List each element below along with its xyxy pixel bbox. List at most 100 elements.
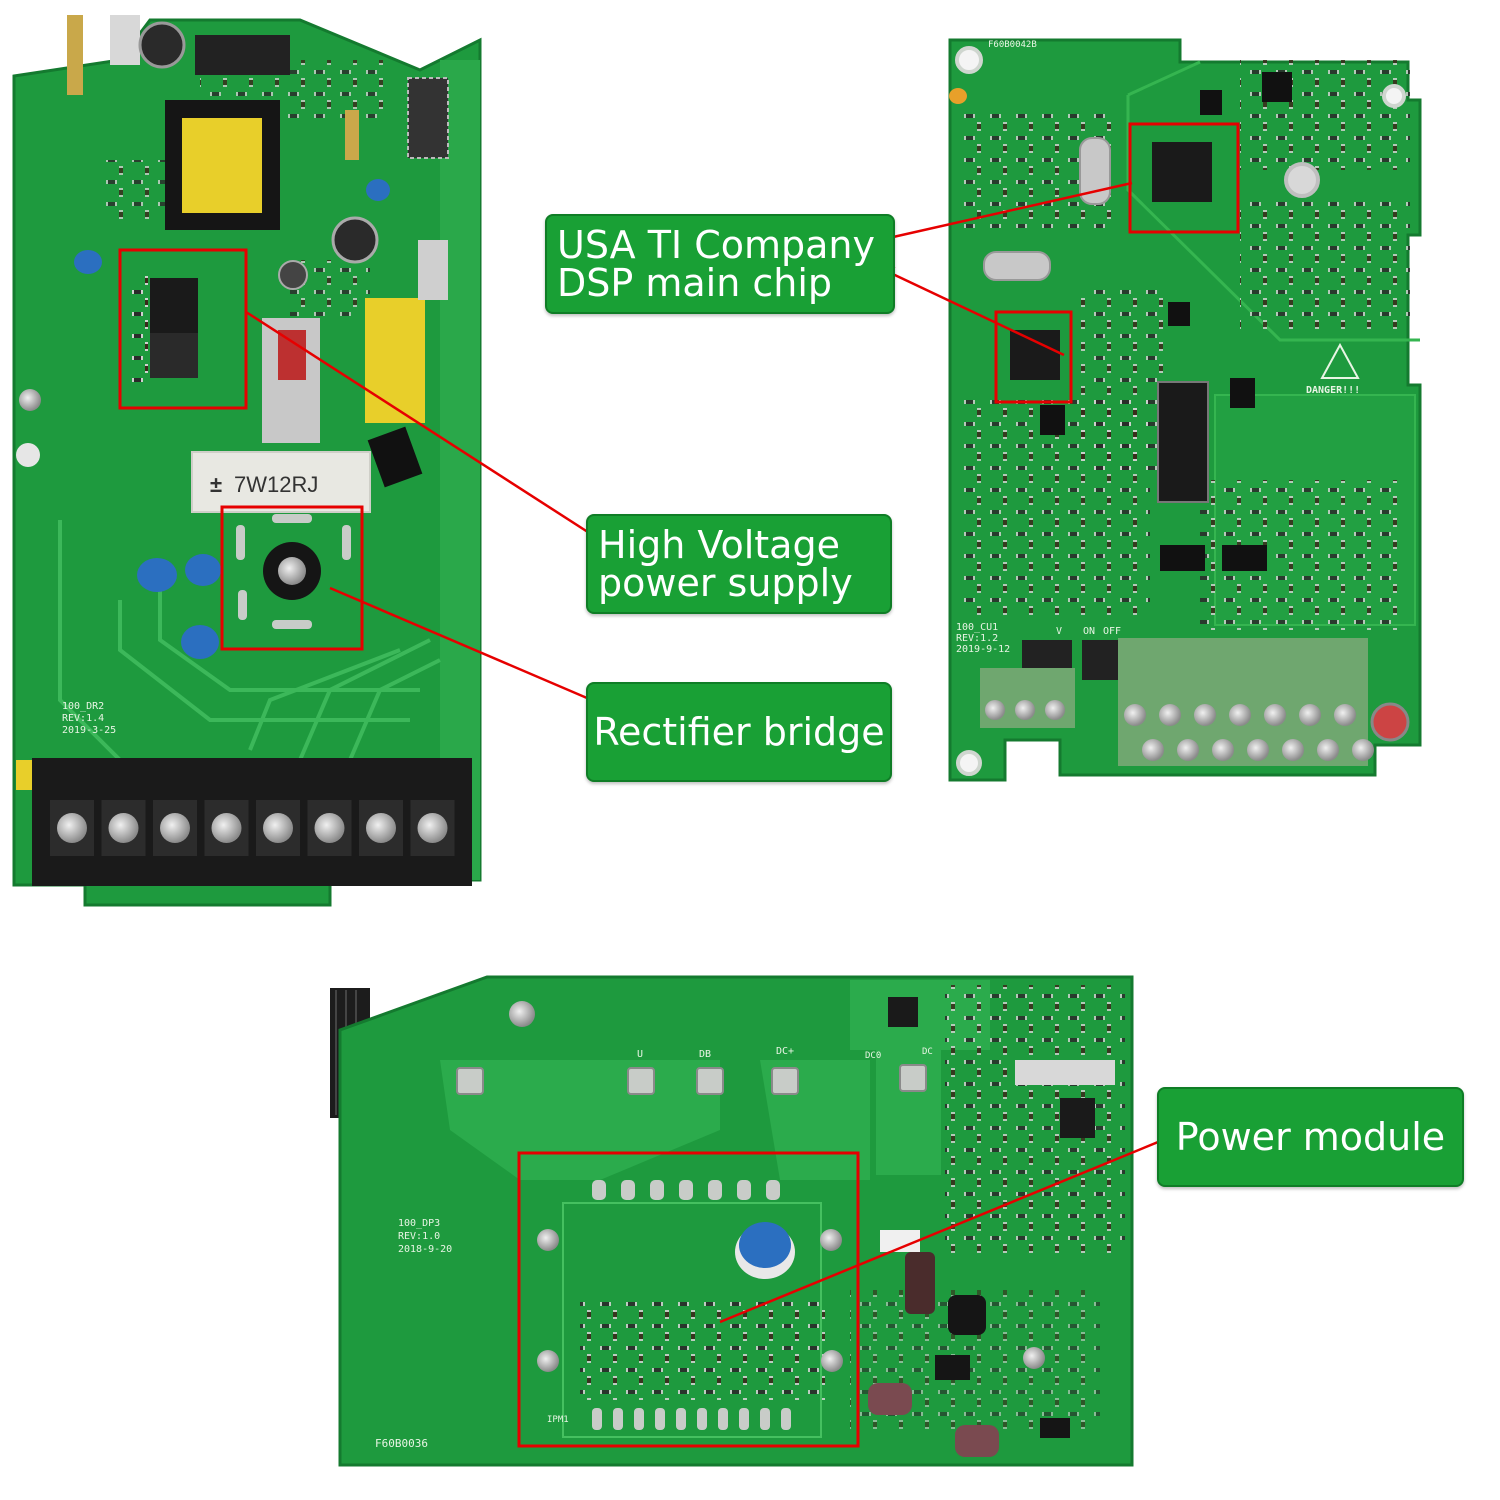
ipm-top-leads xyxy=(592,1180,780,1200)
pad-label-db: DB xyxy=(699,1049,711,1060)
arrow-high-voltage xyxy=(245,310,610,547)
screw-icon xyxy=(263,813,293,843)
callout-rectifier-line1: Rectifier bridge xyxy=(593,710,885,754)
screw-icon xyxy=(1247,739,1269,761)
warning-triangle-icon xyxy=(1320,342,1360,379)
left-terminal-block xyxy=(50,800,455,856)
bottom-board-part: F60B0036 xyxy=(375,1437,428,1450)
ipm-lead xyxy=(739,1408,749,1430)
bottom-board-date: 2018-9-20 xyxy=(398,1244,452,1255)
screw-icon xyxy=(160,813,190,843)
ipm-lead xyxy=(697,1408,707,1430)
screw-icon xyxy=(278,557,306,585)
danger-label: DANGER!!! xyxy=(1306,385,1360,396)
pad-label-dcplus: DC+ xyxy=(776,1046,794,1057)
left-driver-board: 7W12RJ ± 100_DR2 REV:1.4 2019-3-25 xyxy=(12,15,482,907)
callout-dsp-line2: DSP main chip xyxy=(557,261,833,305)
annotation-arrows xyxy=(245,181,1182,1324)
svg-text:±: ± xyxy=(210,472,222,497)
screw-icon xyxy=(1023,1347,1045,1369)
screw-icon xyxy=(108,813,139,843)
right-board-model: 100_CU1 xyxy=(956,622,998,633)
highlight-box-rectifier xyxy=(220,505,364,651)
screw-icon xyxy=(1142,739,1164,761)
highlight-boxes xyxy=(118,122,1240,1448)
callout-rectifier-bridge: Rectifier bridge xyxy=(586,682,892,782)
screw-icon xyxy=(1334,704,1356,726)
left-board-date: 2019-3-25 xyxy=(62,725,116,736)
ipm-lead xyxy=(650,1180,664,1200)
ipm-lead xyxy=(737,1180,751,1200)
arrow-dsp-1 xyxy=(878,181,1133,245)
highlight-box-high-voltage xyxy=(118,248,248,410)
screw-icon xyxy=(417,813,448,843)
right-terminal-block xyxy=(985,700,1374,761)
ipm-lead xyxy=(621,1180,635,1200)
pad-label-u: U xyxy=(637,1049,643,1060)
pad-label-dc0: DC0 xyxy=(865,1051,881,1061)
screw-icon xyxy=(820,1229,842,1251)
screw-icon xyxy=(211,813,242,843)
ipm-lead xyxy=(766,1180,780,1200)
callout-power-module-line1: Power module xyxy=(1175,1115,1446,1159)
screw-icon xyxy=(1212,739,1234,761)
screw-icon xyxy=(366,813,396,843)
highlight-box-dsp-1 xyxy=(1128,122,1240,234)
pad-label-dc: DC xyxy=(922,1047,933,1057)
screw-icon xyxy=(1015,700,1035,720)
right-control-board: DANGER!!! F60B0042B 100_CU1 REV:1.2 2019… xyxy=(948,38,1422,782)
callout-hv-line2: power supply xyxy=(598,561,853,605)
resistor-marking: 7W12RJ xyxy=(234,472,318,497)
ipm-lead xyxy=(634,1408,644,1430)
screw-icon xyxy=(1299,704,1321,726)
screw-icon xyxy=(821,1350,843,1372)
screw-icon xyxy=(985,700,1005,720)
right-board-part: F60B0042B xyxy=(988,40,1037,50)
left-board-model: 100_DR2 xyxy=(62,701,104,712)
left-board-rev: REV:1.4 xyxy=(62,713,104,724)
terminal-label-v: V xyxy=(1056,626,1062,637)
ipm-lead xyxy=(781,1408,791,1430)
screw-icon xyxy=(1264,704,1286,726)
arrow-power-module xyxy=(719,1131,1182,1324)
ipm-lead xyxy=(676,1408,686,1430)
ipm-lead xyxy=(613,1408,623,1430)
right-board-rev: REV:1.2 xyxy=(956,633,998,644)
highlight-box-dsp-2 xyxy=(994,310,1073,404)
highlight-box-power-module xyxy=(517,1151,860,1448)
callout-power-module: Power module xyxy=(1157,1087,1464,1187)
terminal-label-on: ON xyxy=(1083,626,1095,637)
screw-icon xyxy=(1177,739,1199,761)
ipm-lead xyxy=(760,1408,770,1430)
bottom-board-rev: REV:1.0 xyxy=(398,1231,440,1242)
callout-dsp-main-chip: USA TI Company DSP main chip xyxy=(545,214,895,314)
screw-icon xyxy=(1352,739,1374,761)
ipm-lead xyxy=(655,1408,665,1430)
right-board-date: 2019-9-12 xyxy=(956,644,1010,655)
screw-icon xyxy=(1317,739,1339,761)
callout-dsp-line1: USA TI Company xyxy=(557,223,875,267)
screw-icon xyxy=(1124,704,1146,726)
terminal-label-off: OFF xyxy=(1103,626,1121,637)
screw-icon xyxy=(19,389,41,411)
screw-icon xyxy=(1229,704,1251,726)
ipm-lead xyxy=(718,1408,728,1430)
arrow-rectifier xyxy=(329,586,610,709)
screw-icon xyxy=(1159,704,1181,726)
screw-icon xyxy=(57,813,87,843)
screw-icon xyxy=(1194,704,1216,726)
ipm-lead xyxy=(592,1180,606,1200)
ipm-lead xyxy=(679,1180,693,1200)
screw-icon xyxy=(537,1229,559,1251)
arrow-dsp-2 xyxy=(878,266,1065,357)
screw-icon xyxy=(509,1001,535,1027)
screw-icon xyxy=(314,813,345,843)
callout-high-voltage-power-supply: High Voltage power supply xyxy=(586,514,892,614)
bottom-power-board: U DB DC+ DC0 DC 100_DP3 REV:1.0 2018-9-2… xyxy=(330,975,1134,1467)
ipm-bottom-leads xyxy=(592,1408,791,1430)
bottom-board-model: 100_DP3 xyxy=(398,1218,440,1229)
callout-hv-line1: High Voltage xyxy=(598,523,840,567)
ipm-label: IPM1 xyxy=(547,1415,569,1425)
ipm-lead xyxy=(708,1180,722,1200)
